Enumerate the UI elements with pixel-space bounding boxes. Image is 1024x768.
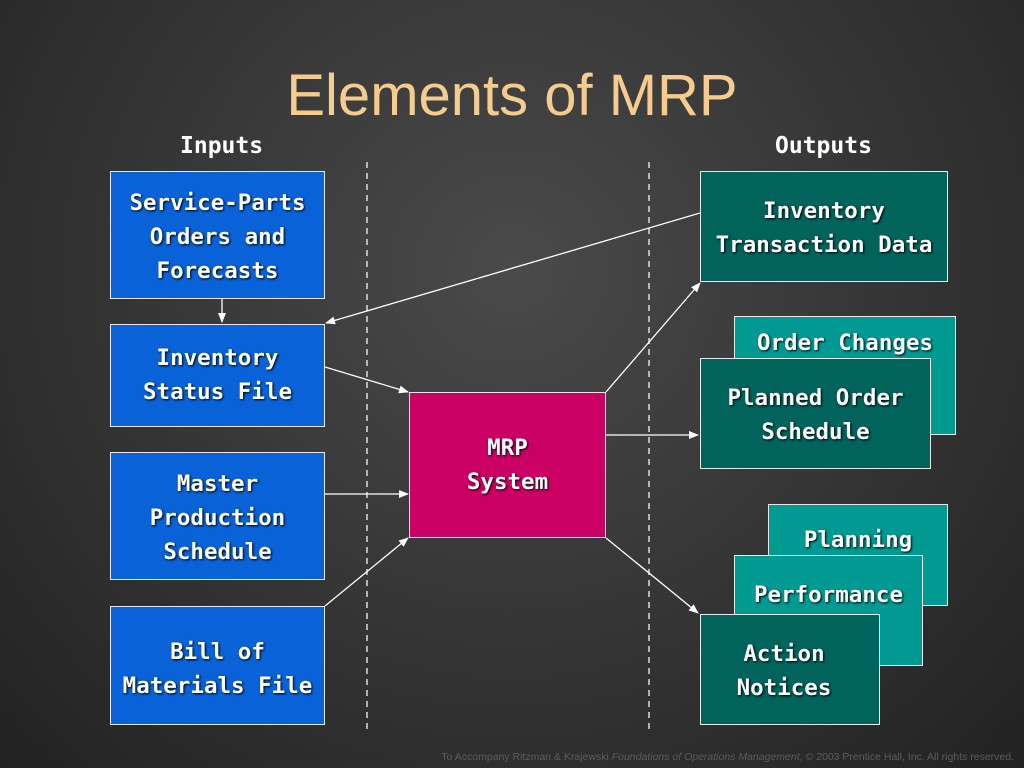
mrp-line2: System [466, 469, 549, 495]
outputs-heading: Outputs [775, 133, 872, 159]
input-mps-line2: Production [149, 505, 286, 531]
arrow-transaction-to-inventory [325, 212, 701, 325]
output-action-line2: Notices [736, 675, 832, 701]
slide-title: Elements of MRP [286, 63, 738, 128]
input-bom-line1: Bill of [170, 639, 265, 665]
output-planned-line1: Planned Order [727, 385, 904, 411]
arrow-inventory-to-mrp [324, 366, 409, 394]
output-order-changes-label: Order Changes [756, 330, 934, 356]
footer-prefix: To Accompany Ritzman & Krajewski [441, 751, 612, 763]
input-service-parts-line2: Orders and [149, 224, 286, 250]
input-mps-line1: Master [176, 471, 259, 497]
output-planned-order-schedule: Planned Order Schedule [700, 358, 931, 469]
output-action-line1: Action [743, 641, 825, 667]
input-bill-of-materials-file: Bill of Materials File [110, 606, 325, 725]
output-performance-label: Performance [753, 582, 903, 608]
input-mps-line3: Schedule [163, 539, 272, 565]
output-inventory-transaction-data: Inventory Transaction Data [700, 171, 948, 282]
input-service-parts-orders: Service-Parts Orders and Forecasts [110, 171, 325, 299]
output-action-notices: Action Notices [700, 614, 880, 725]
inputs-heading: Inputs [180, 133, 264, 159]
input-service-parts-line1: Service-Parts [129, 190, 306, 216]
input-bom-line2: Materials File [122, 673, 313, 699]
input-master-production-schedule: Master Production Schedule [110, 452, 325, 580]
footer-suffix: , © 2003 Prentice Hall, Inc. All rights … [799, 751, 1014, 763]
output-planning-label: Planning [803, 527, 913, 553]
output-transaction-line2: Transaction Data [715, 232, 933, 258]
mrp-line1: MRP [487, 435, 528, 461]
input-inventory-status-file: Inventory Status File [110, 324, 325, 427]
input-inventory-line2: Status File [142, 379, 292, 405]
arrow-mrp-to-transaction [605, 282, 701, 393]
arrow-mrp-to-action [605, 537, 699, 614]
input-service-parts-line3: Forecasts [156, 258, 279, 284]
mrp-system-box: MRP System [409, 392, 606, 538]
output-transaction-line1: Inventory [763, 198, 885, 224]
copyright-footer: To Accompany Ritzman & Krajewski Foundat… [441, 751, 1014, 763]
arrow-bom-to-mrp [324, 537, 409, 607]
input-inventory-line1: Inventory [156, 345, 279, 371]
output-planned-line2: Schedule [761, 419, 870, 445]
footer-book-title: Foundations of Operations Management [611, 751, 800, 763]
